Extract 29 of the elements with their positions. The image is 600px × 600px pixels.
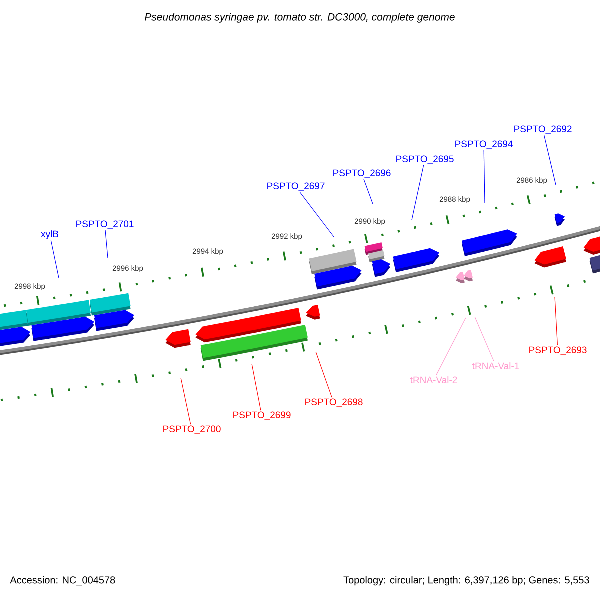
gene-label: PSPTO_2692 [514, 126, 572, 134]
gene-label: PSPTO_2701 [76, 220, 134, 230]
leader-line [50, 240, 60, 278]
leader-line [554, 296, 558, 346]
gene-label: PSPTO_2699 [234, 412, 291, 420]
leader-line [316, 352, 332, 398]
leader-line [474, 316, 494, 362]
leader-line [300, 192, 334, 238]
genome-info-text: Topology: circular; Length: 6,397,126 bp; Genes: 5,553 [344, 576, 590, 586]
leader-line [364, 179, 374, 204]
leader-line [180, 378, 192, 425]
gene-label: PSPTO_2698 [306, 398, 363, 408]
gene-label: tRNA-Val-2 [410, 376, 458, 384]
leader-line [252, 364, 262, 411]
accession-text: Accession: NC_004578 [10, 576, 116, 586]
gene-label: PSPTO_2693 [530, 346, 587, 356]
leader-line [544, 135, 556, 186]
gene-label: PSPTO_2696 [334, 170, 391, 178]
leader-line [412, 165, 424, 220]
gene-label: PSPTO_2694 [456, 140, 513, 150]
gene-label: PSPTO_2700 [164, 426, 221, 434]
gene-label: PSPTO_2695 [396, 156, 454, 164]
leader-line [436, 318, 466, 376]
map-title: Pseudomonas syringae pv. tomato str. DC3000, complete genome [144, 13, 455, 23]
leader-line [484, 150, 486, 204]
gene-label: PSPTO_2697 [268, 182, 325, 192]
leader-line [105, 230, 108, 258]
gene-label: tRNA-Val-1 [472, 362, 520, 370]
gene-label: xylB [41, 230, 58, 240]
